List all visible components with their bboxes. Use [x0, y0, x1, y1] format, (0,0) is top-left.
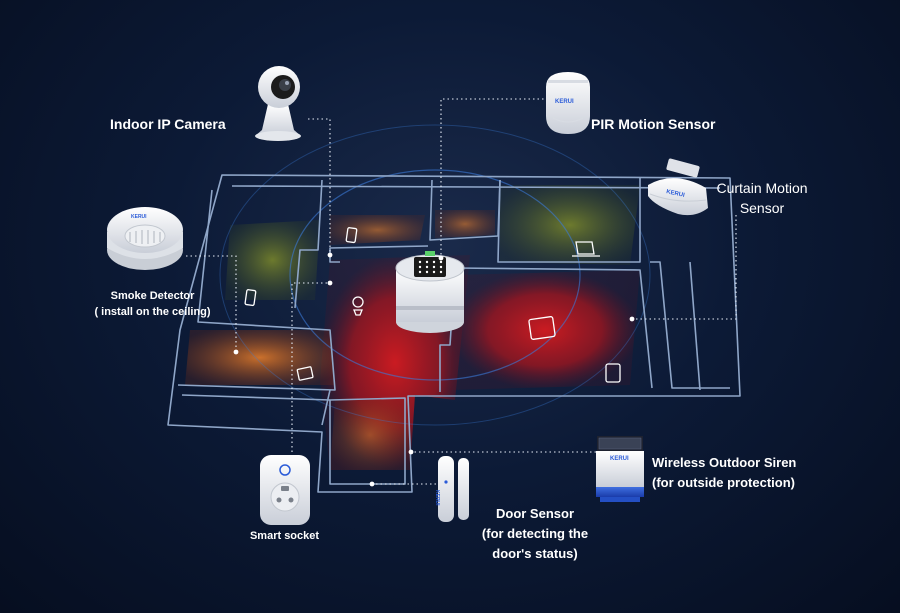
wireless-outdoor-siren-label-line1: Wireless Outdoor Siren [652, 455, 797, 470]
pir-sensor-icon [546, 72, 590, 134]
router-icon [296, 366, 314, 381]
smart-socket-icon [260, 455, 310, 525]
door-brand-mark: KERUI [434, 490, 440, 506]
wireless-outdoor-siren-label: Wireless Outdoor Siren (for outside prot… [652, 453, 796, 493]
pir-motion-sensor-label: PIR Motion Sensor [591, 116, 716, 132]
door-sensor-label-line2: (for detecting the [481, 526, 589, 541]
tablet-icon [605, 363, 621, 383]
phone-icon [244, 289, 257, 307]
indoor-ip-camera-label: Indoor IP Camera [110, 116, 226, 132]
smoke-detector-label-line2: ( install on the ceiling) [94, 306, 211, 318]
smoke-detector-label: Smoke Detector ( install on the ceiling) [80, 288, 225, 320]
smoke-detector-label-line1: Smoke Detector [110, 290, 195, 302]
pir-brand-mark: KERUI [555, 99, 574, 105]
siren-brand-mark: KERUI [610, 456, 629, 462]
leader-lines [186, 98, 737, 485]
smoke-brand-mark: KERUI [131, 214, 147, 220]
door-sensor-icon [438, 456, 469, 522]
curtain-motion-sensor-label-line2: Sensor [739, 200, 785, 216]
outdoor-siren-icon [596, 436, 644, 502]
door-sensor-label-line3: doorʹs status) [492, 546, 578, 561]
floor-devices [244, 227, 621, 383]
camera-icon [255, 66, 301, 141]
curtain-sensor-icon [648, 158, 708, 216]
alarm-hub-icon [395, 251, 465, 333]
curtain-motion-sensor-label: Curtain Motion Sensor [702, 178, 822, 218]
tablet-icon [528, 316, 556, 340]
door-sensor-label-line1: Door Sensor [495, 506, 574, 521]
curtain-motion-sensor-label-line1: Curtain Motion [716, 180, 808, 196]
door-sensor-label: Door Sensor (for detecting the doorʹs st… [470, 504, 600, 564]
leader-dots [233, 252, 635, 487]
phone-icon [345, 227, 358, 244]
smart-socket-label: Smart socket [249, 530, 320, 542]
laptop-icon [572, 241, 600, 257]
wireless-outdoor-siren-label-line2: (for outside protection) [652, 475, 795, 490]
camera-icon [352, 296, 364, 316]
signal-rings [219, 124, 651, 426]
smoke-detector-icon [107, 207, 183, 270]
